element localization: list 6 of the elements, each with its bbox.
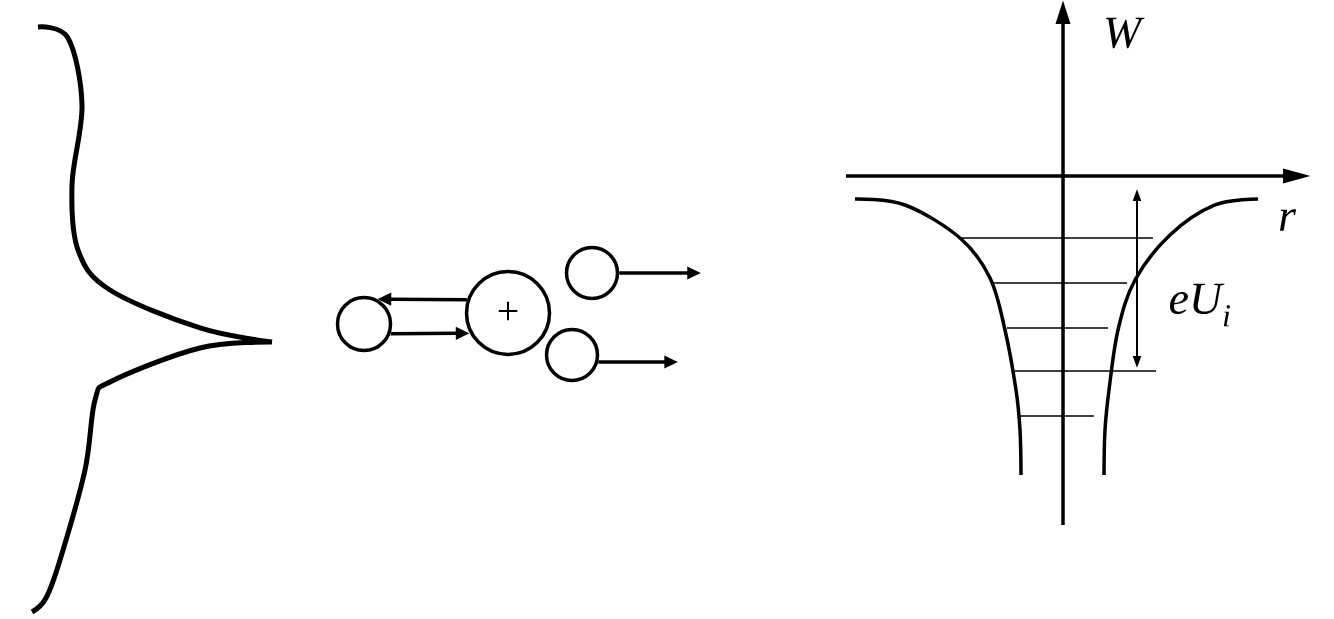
electron-circle [564,245,620,301]
electron-circle [544,327,600,383]
axis-label: eU$_{i}$ [1170,283,1230,327]
electron-circle [335,295,393,353]
axis-label: W [1105,17,1145,49]
axis-label: r [1279,209,1297,231]
